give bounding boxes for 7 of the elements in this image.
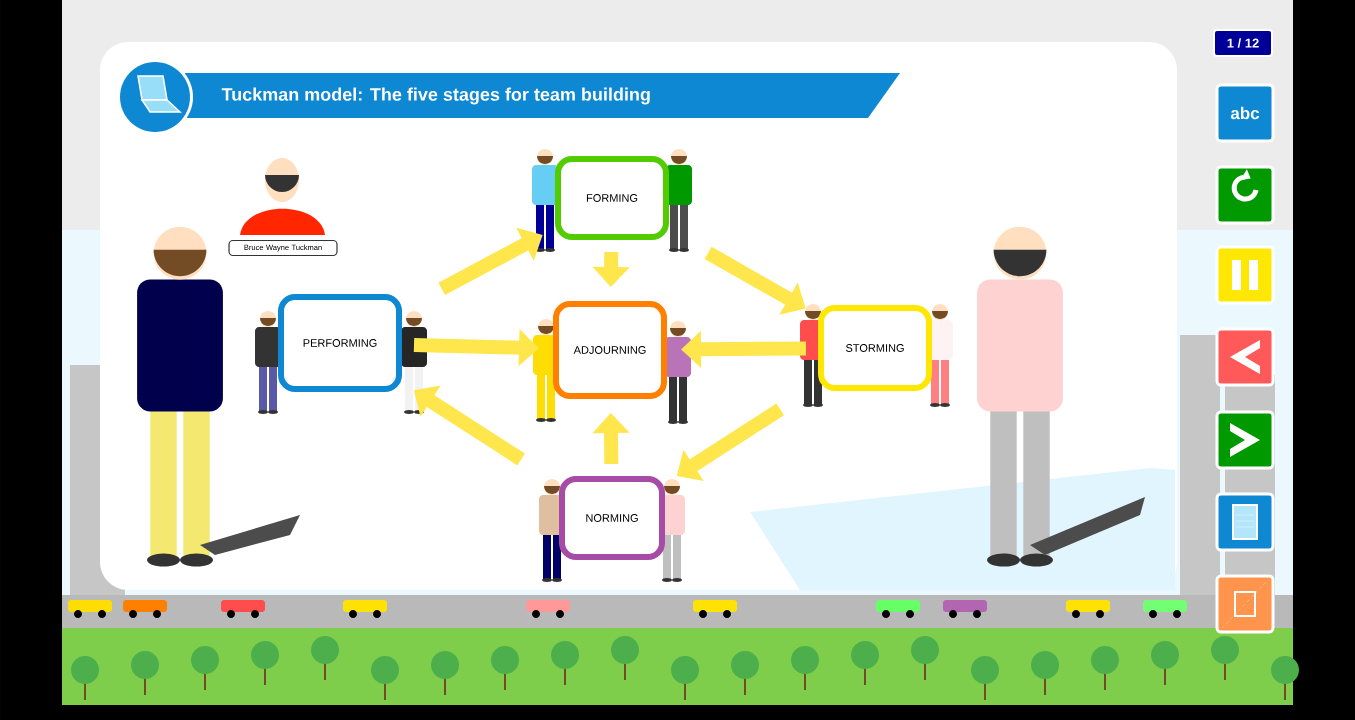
- page-counter: 1 / 12: [1213, 29, 1273, 57]
- stage-board: FORMING: [555, 156, 669, 240]
- stage-board: ADJOURNING: [553, 301, 667, 399]
- stage-board: NORMING: [559, 476, 665, 560]
- stage-board: STORMING: [818, 305, 932, 391]
- text-button: abc: [1215, 83, 1275, 143]
- stage-board: PERFORMING: [278, 294, 402, 392]
